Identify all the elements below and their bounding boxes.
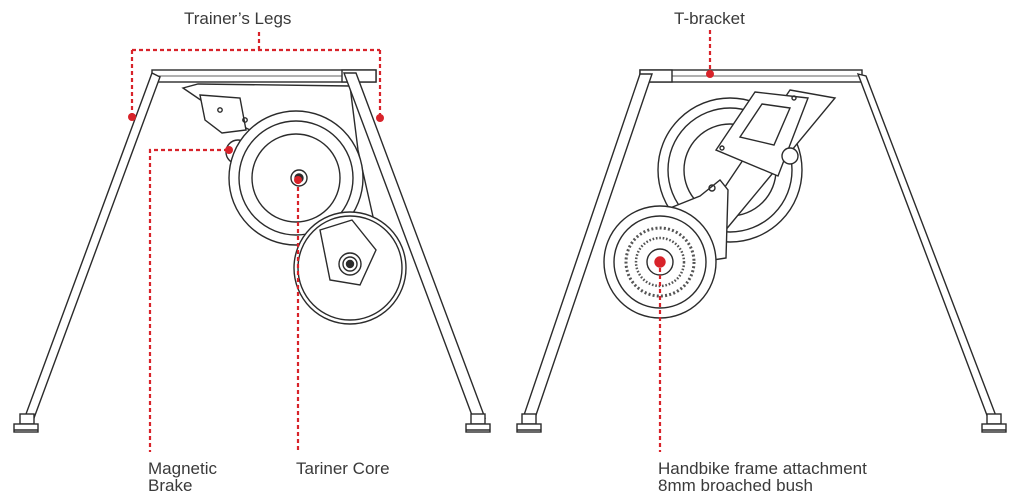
handbike-attachment-label-line2: 8mm broached bush bbox=[658, 476, 813, 495]
right-trainer-view bbox=[516, 69, 1007, 433]
trainers-legs-dot-right bbox=[376, 114, 384, 122]
handbike-attachment-label-line1: Handbike frame attachment bbox=[658, 459, 867, 478]
magnetic-brake-label-line2: Brake bbox=[148, 476, 193, 495]
left-roller bbox=[293, 211, 407, 325]
t-bracket-dot bbox=[706, 70, 714, 78]
trainers-legs-dot-left bbox=[128, 113, 136, 121]
t-bracket-label: T-bracket bbox=[674, 9, 745, 28]
magnetic-brake-label-line1: Magnetic bbox=[148, 459, 217, 478]
magnetic-brake-dot bbox=[225, 146, 233, 154]
trainer-core-dot bbox=[294, 176, 302, 184]
trainers-legs-label: Trainer’s Legs bbox=[184, 9, 292, 28]
left-top-bar bbox=[151, 69, 377, 83]
right-knob bbox=[781, 147, 799, 165]
right-feet bbox=[516, 413, 1007, 433]
right-top-bar bbox=[639, 69, 863, 83]
left-feet bbox=[13, 413, 491, 433]
magnetic-brake-leader bbox=[148, 148, 228, 452]
trainers-legs-leader bbox=[130, 32, 382, 118]
right-cassette-wheel bbox=[603, 205, 717, 319]
trainer-core-label: Tariner Core bbox=[296, 459, 390, 478]
left-trainer-view bbox=[13, 69, 491, 433]
